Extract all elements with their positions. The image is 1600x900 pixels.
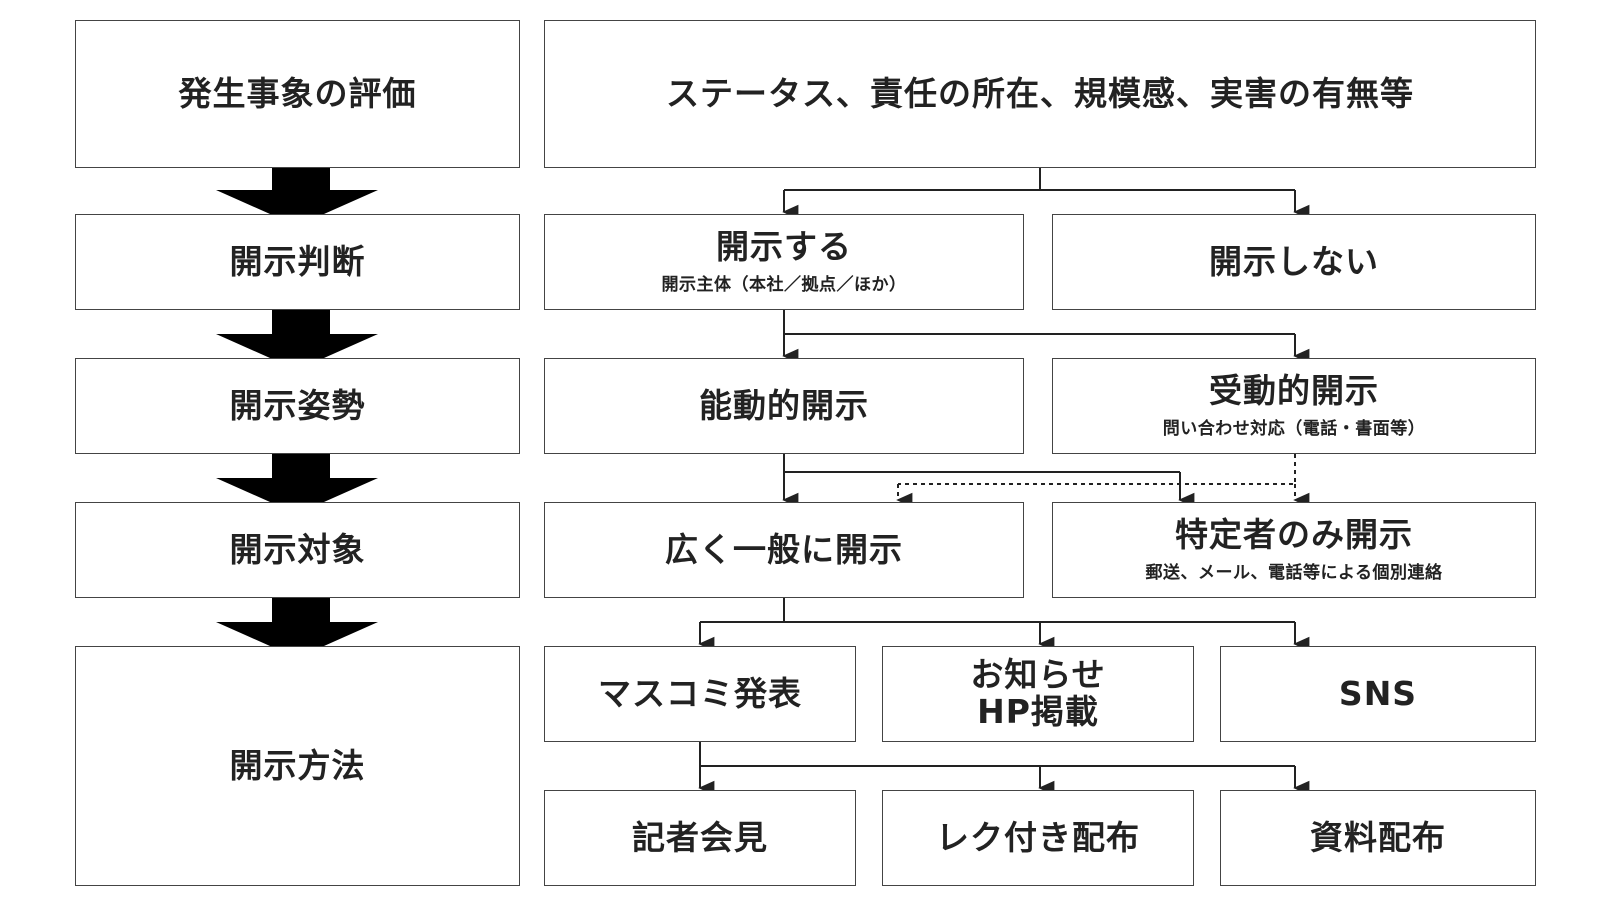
connector-reactive-dotted	[898, 454, 1296, 485]
stage-arrow-2	[216, 298, 378, 370]
connector-proactive-split	[783, 454, 1180, 473]
connector-disclose-split	[783, 310, 1295, 335]
proactive-title: 能動的開示	[699, 385, 869, 425]
stage-arrow-1	[216, 154, 378, 226]
hp-notice-line2: HP掲載	[977, 692, 1099, 731]
press-release-label: マスコミ発表	[598, 673, 802, 713]
sns-box: SNS	[1220, 646, 1536, 742]
not-disclose-box: 開示しない	[1052, 214, 1536, 310]
proactive-box: 能動的開示	[544, 358, 1024, 454]
lecture-distribution-box: レク付き配布	[882, 790, 1194, 886]
stage-method: 開示方法	[75, 646, 520, 886]
disclose-title: 開示する	[716, 227, 852, 267]
stage-evaluation: 発生事象の評価	[75, 20, 520, 168]
specific-subtitle: 郵送、メール、電話等による個別連絡	[1145, 562, 1443, 583]
stage-stance: 開示姿勢	[75, 358, 520, 454]
specific-title: 特定者のみ開示	[1175, 515, 1413, 555]
stage-evaluation-label: 発生事象の評価	[178, 73, 417, 113]
stage-judgment: 開示判断	[75, 214, 520, 310]
hp-notice-box: お知らせ HP掲載	[882, 646, 1194, 742]
connector-general-split	[700, 598, 1295, 623]
general-box: 広く一般に開示	[544, 502, 1024, 598]
evaluation-criteria-box: ステータス、責任の所在、規模感、実害の有無等	[544, 20, 1536, 168]
reactive-title: 受動的開示	[1209, 371, 1379, 411]
press-release-box: マスコミ発表	[544, 646, 856, 742]
stage-stance-label: 開示姿勢	[229, 385, 366, 425]
reactive-box: 受動的開示 問い合わせ対応（電話・書面等）	[1052, 358, 1536, 454]
stage-arrow-4	[216, 586, 378, 658]
press-conference-label: 記者会見	[632, 817, 768, 857]
stage-method-label: 開示方法	[229, 745, 366, 785]
connector-eval-split	[784, 168, 1295, 191]
material-distribution-label: 資料配布	[1310, 817, 1446, 857]
press-conference-box: 記者会見	[544, 790, 856, 886]
specific-box: 特定者のみ開示 郵送、メール、電話等による個別連絡	[1052, 502, 1536, 598]
lecture-distribution-label: レク付き配布	[936, 817, 1140, 857]
evaluation-criteria-text: ステータス、責任の所在、規模感、実害の有無等	[666, 73, 1414, 113]
not-disclose-title: 開示しない	[1209, 241, 1379, 281]
stage-arrow-3	[216, 442, 378, 514]
hp-notice-line1: お知らせ	[970, 655, 1106, 695]
connector-press-split	[699, 742, 1295, 767]
material-distribution-box: 資料配布	[1220, 790, 1536, 886]
disclose-subtitle: 開示主体（本社／拠点／ほか）	[661, 274, 907, 295]
disclose-box: 開示する 開示主体（本社／拠点／ほか）	[544, 214, 1024, 310]
stage-target-label: 開示対象	[229, 529, 366, 569]
reactive-subtitle: 問い合わせ対応（電話・書面等）	[1162, 418, 1426, 439]
general-title: 広く一般に開示	[665, 529, 903, 569]
stage-judgment-label: 開示判断	[229, 241, 366, 281]
sns-label: SNS	[1338, 673, 1418, 713]
stage-target: 開示対象	[75, 502, 520, 598]
